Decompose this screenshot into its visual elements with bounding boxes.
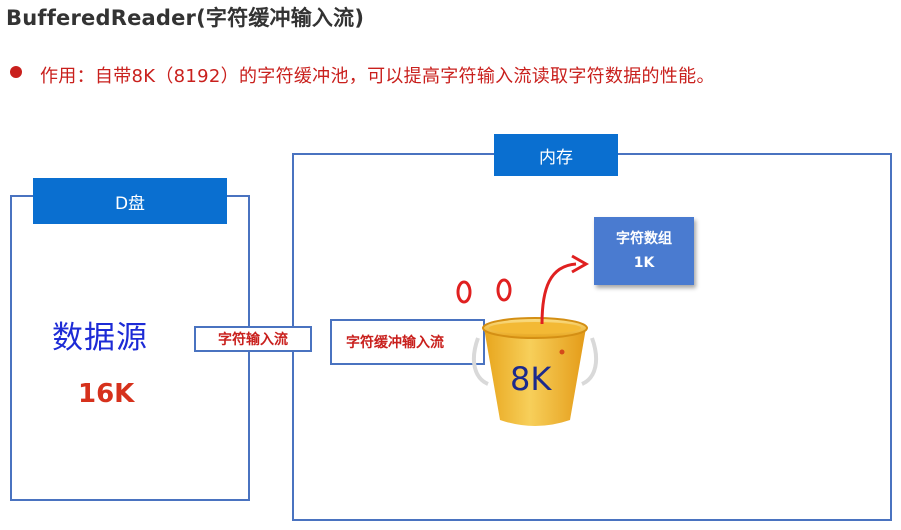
data-size-label: 16K: [78, 379, 135, 409]
transfer-arrow-icon: [540, 254, 590, 325]
char-array-size: 1K: [633, 255, 655, 271]
description-text: 作用：自带8K（8192）的字符缓冲池，可以提高字符输入流读取字符数据的性能。: [40, 66, 715, 87]
memory-tab: 内存: [494, 134, 618, 176]
page-title: BufferedReader(字符缓冲输入流): [6, 6, 365, 30]
droplets-icon: [456, 278, 512, 304]
bucket-capacity-label: 8K: [510, 360, 552, 398]
char-array-label: 字符数组: [616, 231, 672, 247]
reader-stream-box: 字符输入流: [194, 326, 312, 352]
char-array-box: 字符数组 1K: [594, 217, 694, 285]
disk-tab: D盘: [33, 178, 227, 224]
data-source-label: 数据源: [52, 320, 148, 356]
bucket-icon: [471, 317, 599, 426]
bullet-dot-icon: [10, 66, 22, 78]
memory-frame: [292, 153, 892, 521]
buffered-stream-box: 字符缓冲输入流: [330, 319, 485, 365]
